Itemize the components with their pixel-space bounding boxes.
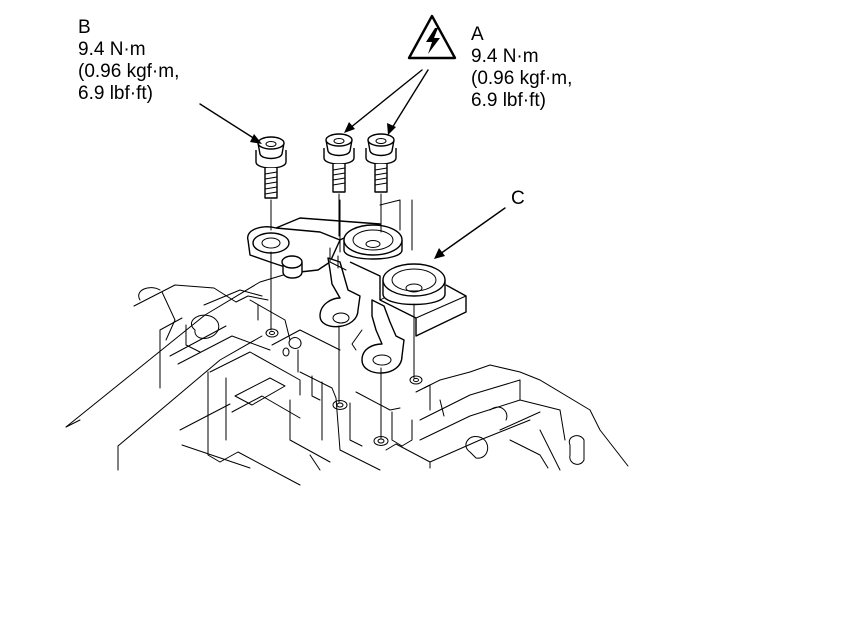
bus-bar-bracket-c — [247, 199, 467, 374]
alignment-lines — [270, 193, 415, 439]
leader-arrows — [199, 69, 506, 259]
callout-b-torque-lbf: 6.9 lbf·ft) — [78, 83, 153, 104]
bolt-b — [255, 136, 287, 199]
callout-c: C — [511, 188, 525, 210]
bolt-a-left — [323, 133, 355, 193]
bolt-a-right — [365, 133, 397, 193]
high-voltage-warning-icon — [407, 14, 457, 60]
callout-a-torque-lbf: 6.9 lbf·ft) — [471, 90, 546, 111]
callout-a-torque-kgf: (0.96 kgf·m, — [471, 68, 573, 89]
callout-b-torque-nm: 9.4 N·m — [78, 39, 146, 60]
callout-b-letter: B — [78, 17, 91, 38]
callout-b-torque-kgf: (0.96 kgf·m, — [78, 61, 180, 82]
transmission-housing — [65, 269, 629, 486]
callout-b: B 9.4 N·m (0.96 kgf·m, 6.9 lbf·ft) — [78, 17, 179, 105]
callout-a: A 9.4 N·m (0.96 kgf·m, 6.9 lbf·ft) — [471, 24, 572, 112]
callout-a-torque-nm: 9.4 N·m — [471, 46, 539, 67]
callout-c-letter: C — [511, 188, 525, 209]
callout-a-letter: A — [471, 24, 484, 45]
